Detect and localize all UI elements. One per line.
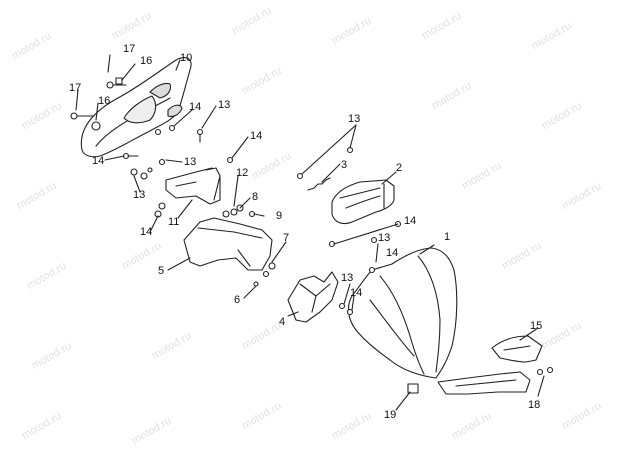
callout-14: 14 [250, 130, 263, 142]
leader-lines [75, 54, 545, 411]
callout-2: 2 [396, 162, 403, 174]
callout-4: 4 [279, 316, 286, 328]
callout-1: 1 [444, 231, 451, 243]
callout-8: 8 [252, 191, 259, 203]
part-19-clip [407, 383, 419, 394]
callout-14: 14 [189, 101, 202, 113]
callout-7: 7 [283, 232, 290, 244]
callout-13: 13 [184, 156, 197, 168]
callout-16: 16 [140, 55, 153, 67]
callout-13: 13 [348, 113, 361, 125]
part-5-side-fairing [183, 217, 273, 271]
callout-3: 3 [341, 159, 348, 171]
callout-12: 12 [236, 167, 249, 179]
part-18-lower-strip [437, 371, 531, 395]
callout-13: 13 [378, 232, 391, 244]
callout-14: 14 [92, 155, 105, 167]
part-1-front-cowl [347, 247, 458, 379]
callout-11: 11 [168, 216, 180, 228]
part-4-lower-bracket [287, 271, 339, 323]
callout-16: 16 [98, 95, 111, 107]
callout-14: 14 [140, 226, 153, 238]
callout-17: 17 [123, 43, 136, 55]
part-15-bracket [491, 335, 543, 363]
callout-14: 14 [404, 215, 417, 227]
callout-13: 13 [218, 99, 231, 111]
part-2-upper-panel [331, 179, 395, 225]
callout-9: 9 [276, 210, 283, 222]
fasteners [70, 77, 554, 376]
callout-17: 17 [69, 82, 82, 94]
callout-19: 19 [384, 409, 397, 421]
callout-14: 14 [386, 247, 399, 259]
callout-10: 10 [180, 52, 193, 64]
callout-14: 14 [350, 287, 363, 299]
callout-15: 15 [530, 320, 543, 332]
part-11-bracket [165, 167, 221, 205]
callout-13: 13 [133, 189, 146, 201]
callout-6: 6 [234, 294, 241, 306]
callout-5: 5 [158, 265, 165, 277]
callout-13: 13 [341, 272, 354, 284]
part-10-upper-cowl [80, 57, 192, 158]
callout-18: 18 [528, 399, 541, 411]
part-3-spring [307, 177, 331, 191]
